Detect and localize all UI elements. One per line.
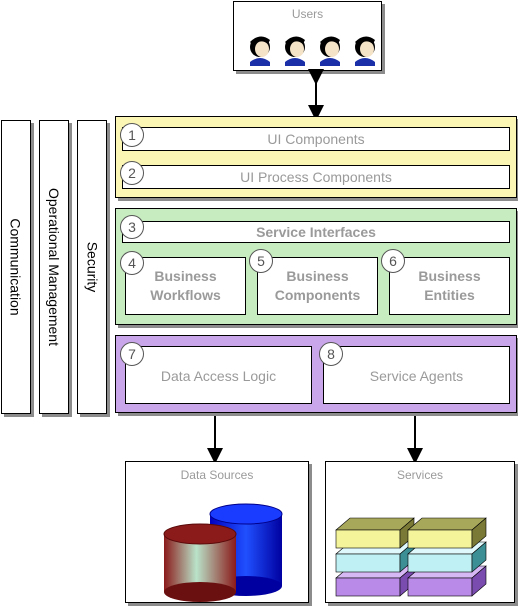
database-icon <box>163 503 283 602</box>
business-entities-label: Business Entities <box>418 268 481 303</box>
business-entities-box: Business Entities <box>389 257 510 315</box>
security-label: Security <box>84 241 101 293</box>
communication-column: Communication <box>1 120 31 414</box>
ui-layer: UI Components 1 UI Process Components 2 <box>115 116 517 198</box>
data-sources-box: Data Sources <box>125 461 309 603</box>
user-icon <box>320 36 340 66</box>
service-agents-label: Service Agents <box>369 368 464 384</box>
users-title: Users <box>291 7 324 21</box>
services-stack-left <box>335 517 415 597</box>
services-box: Services <box>325 461 515 603</box>
services-title: Services <box>396 468 443 482</box>
service-agents-box: Service Agents <box>323 346 510 404</box>
security-column: Security <box>77 120 107 414</box>
number-badge-3: 3 <box>120 215 144 239</box>
ui-process-components-box: UI Process Components <box>122 165 510 189</box>
data-layer: Data Access Logic 7 Service Agents 8 <box>115 335 517 413</box>
service-interfaces-label: Service Interfaces <box>256 224 376 240</box>
database-cylinder-red <box>163 523 237 602</box>
ui-components-box: UI Components <box>122 127 510 151</box>
service-interfaces-box: Service Interfaces <box>122 221 510 243</box>
users-box: Users <box>233 1 382 71</box>
operational-management-column: Operational Management <box>39 120 69 414</box>
user-icon <box>250 36 270 66</box>
business-workflows-label: Business Workflows <box>150 268 221 303</box>
services-stack-icon <box>335 517 487 597</box>
users-icon-group <box>250 36 375 66</box>
number-badge-5: 5 <box>249 249 273 273</box>
business-components-box: Business Components <box>257 257 378 315</box>
data-sources-title: Data Sources <box>180 468 254 482</box>
number-badge-7: 7 <box>120 342 144 366</box>
communication-label: Communication <box>8 218 25 316</box>
business-layer: Service Interfaces 3 Business Workflows … <box>115 208 517 325</box>
number-badge-2: 2 <box>120 161 144 185</box>
number-badge-4: 4 <box>120 251 144 275</box>
user-icon <box>355 36 375 66</box>
ui-process-components-label: UI Process Components <box>240 169 392 185</box>
users-icons <box>246 32 376 66</box>
data-access-logic-box: Data Access Logic <box>125 346 312 404</box>
business-components-label: Business Components <box>274 268 361 303</box>
number-badge-1: 1 <box>120 123 144 147</box>
business-workflows-box: Business Workflows <box>125 257 246 315</box>
data-access-logic-label: Data Access Logic <box>160 368 277 384</box>
user-icon <box>285 36 305 66</box>
number-badge-8: 8 <box>319 342 343 366</box>
services-stack-right <box>407 517 487 597</box>
operational-management-label: Operational Management <box>46 188 62 346</box>
number-badge-6: 6 <box>381 249 405 273</box>
ui-components-label: UI Components <box>267 131 365 147</box>
